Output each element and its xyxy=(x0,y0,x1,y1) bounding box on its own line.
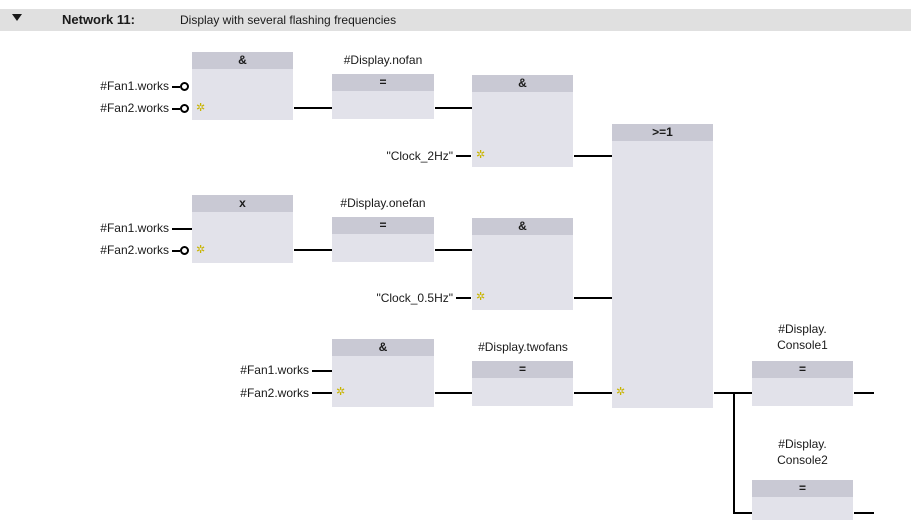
coil-label-console1-line2[interactable]: Console1 xyxy=(777,338,828,352)
and-box-3[interactable]: & xyxy=(472,218,573,310)
wire xyxy=(172,228,192,230)
assign-box-onefan[interactable]: = xyxy=(332,217,434,262)
wire xyxy=(172,108,180,110)
wire xyxy=(294,249,332,251)
and-box-3-operator: & xyxy=(472,218,573,235)
wire xyxy=(172,250,180,252)
assign-operator: = xyxy=(752,480,853,497)
and-box-2[interactable]: & xyxy=(472,75,573,167)
wire xyxy=(294,107,332,109)
coil-label-console2-line1[interactable]: #Display. xyxy=(778,437,827,451)
and-box-1[interactable]: & xyxy=(192,52,293,120)
coil-label-nofan[interactable]: #Display.nofan xyxy=(343,53,423,67)
or-box-operator: >=1 xyxy=(612,124,713,141)
input-marker-icon: ✲ xyxy=(336,386,346,398)
and-box-1-operator: & xyxy=(192,52,293,69)
wire xyxy=(733,512,752,514)
xor-box-operator: x xyxy=(192,195,293,212)
assign-operator: = xyxy=(472,361,573,378)
coil-label-onefan[interactable]: #Display.onefan xyxy=(340,196,426,210)
assign-box-console1[interactable]: = xyxy=(752,361,853,406)
xor-box[interactable]: x xyxy=(192,195,293,263)
input-fan1-3[interactable]: #Fan1.works xyxy=(240,363,309,377)
wire xyxy=(733,392,735,514)
input-marker-icon: ✲ xyxy=(476,149,486,161)
and-box-2-operator: & xyxy=(472,75,573,92)
wire xyxy=(456,155,471,157)
wire xyxy=(172,86,180,88)
wire xyxy=(435,249,472,251)
wire xyxy=(435,392,472,394)
and-box-4-operator: & xyxy=(332,339,434,356)
negation-icon xyxy=(180,246,189,255)
collapse-triangle-icon[interactable] xyxy=(12,14,22,21)
negation-icon xyxy=(180,104,189,113)
coil-label-console2-line2[interactable]: Console2 xyxy=(777,453,828,467)
input-marker-icon: ✲ xyxy=(196,244,206,256)
assign-box-nofan[interactable]: = xyxy=(332,74,434,119)
assign-box-console2[interactable]: = xyxy=(752,480,853,520)
input-fan2-2[interactable]: #Fan2.works xyxy=(100,243,169,257)
input-clock-05hz[interactable]: "Clock_0.5Hz" xyxy=(376,291,453,305)
input-fan2-1[interactable]: #Fan2.works xyxy=(100,101,169,115)
network-label: Network 11: xyxy=(62,12,135,27)
input-fan1-1[interactable]: #Fan1.works xyxy=(100,79,169,93)
input-marker-icon: ✲ xyxy=(476,291,486,303)
assign-operator: = xyxy=(752,361,853,378)
input-fan1-2[interactable]: #Fan1.works xyxy=(100,221,169,235)
input-fan2-3[interactable]: #Fan2.works xyxy=(240,386,309,400)
wire xyxy=(574,297,612,299)
wire xyxy=(854,392,874,394)
and-box-4[interactable]: & xyxy=(332,339,434,407)
assign-box-twofans[interactable]: = xyxy=(472,361,573,406)
wire xyxy=(574,392,612,394)
or-box[interactable]: >=1 xyxy=(612,124,713,408)
coil-label-twofans[interactable]: #Display.twofans xyxy=(478,340,568,354)
wire xyxy=(312,392,332,394)
input-marker-icon: ✲ xyxy=(616,386,626,398)
wire xyxy=(435,107,472,109)
wire xyxy=(854,512,874,514)
network-title[interactable]: Display with several flashing frequencie… xyxy=(180,13,397,27)
input-clock-2hz[interactable]: "Clock_2Hz" xyxy=(386,149,453,163)
wire xyxy=(312,370,332,372)
coil-label-console1-line1[interactable]: #Display. xyxy=(778,322,827,336)
wire xyxy=(574,155,612,157)
assign-operator: = xyxy=(332,74,434,91)
network-header: Network 11: Display with several flashin… xyxy=(0,9,911,31)
assign-operator: = xyxy=(332,217,434,234)
wire xyxy=(456,297,471,299)
input-marker-icon: ✲ xyxy=(196,102,206,114)
negation-icon xyxy=(180,82,189,91)
